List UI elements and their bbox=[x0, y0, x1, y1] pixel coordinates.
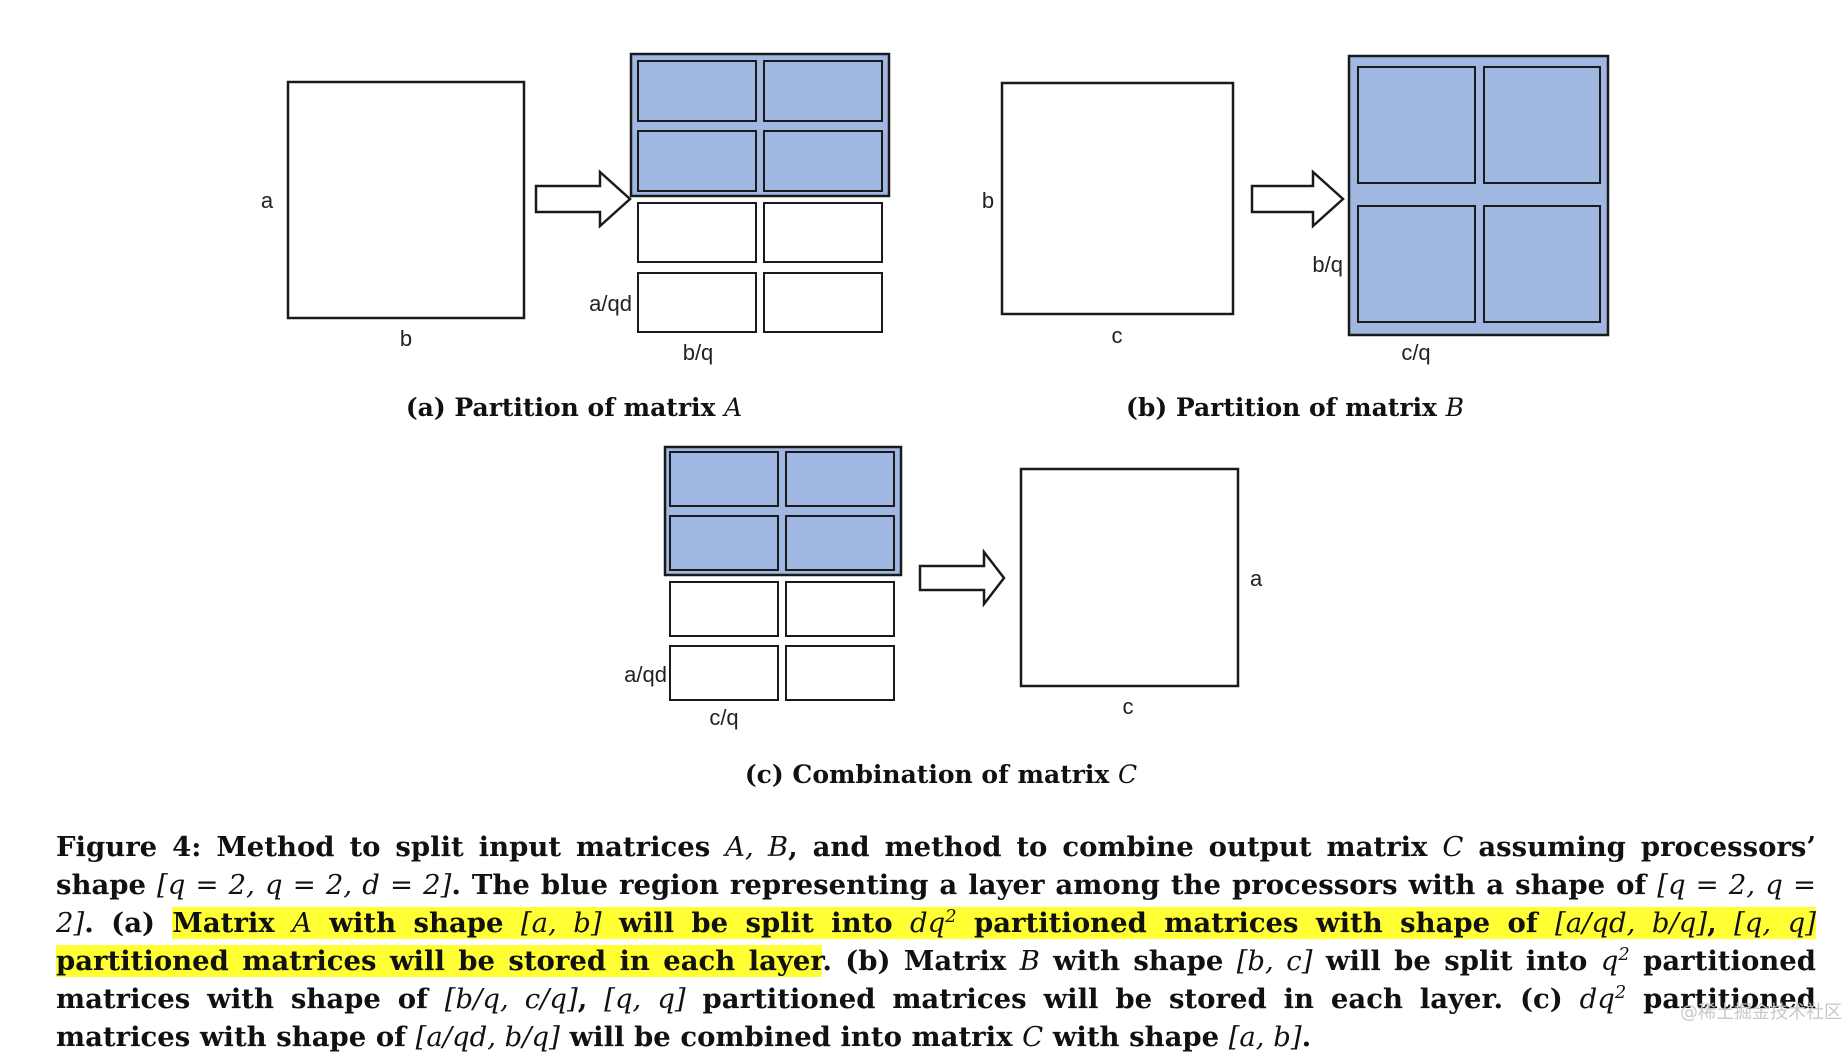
block-a-1-2 bbox=[763, 60, 883, 122]
block-c-2-2 bbox=[785, 515, 895, 571]
matrix-b-original bbox=[1000, 81, 1235, 316]
block-c-4-2 bbox=[785, 645, 895, 701]
block-c-1-2 bbox=[785, 451, 895, 507]
block-a-4-1 bbox=[637, 272, 757, 333]
label-c-block-cols: c/q bbox=[709, 705, 738, 730]
block-a-3-2 bbox=[763, 202, 883, 263]
label-c-block-rows: a/qd bbox=[624, 662, 667, 687]
label-b-rows: b bbox=[982, 188, 994, 213]
matrix-a-original bbox=[286, 80, 526, 320]
label-a-block-rows: a/qd bbox=[589, 291, 632, 316]
label-b-cols: c bbox=[1112, 323, 1123, 348]
arrow-c bbox=[918, 548, 1006, 608]
block-b-2-1 bbox=[1357, 205, 1476, 323]
matrix-c-result bbox=[1019, 467, 1240, 688]
block-a-2-1 bbox=[637, 130, 757, 192]
label-c-cols: c bbox=[1123, 694, 1134, 719]
arrow-a bbox=[534, 169, 632, 229]
block-b-2-2 bbox=[1483, 205, 1601, 323]
watermark: @稀土掘金技术社区 bbox=[1680, 1002, 1842, 1023]
label-b-block-rows: b/q bbox=[1312, 252, 1343, 277]
block-a-4-2 bbox=[763, 272, 883, 333]
label-a-cols: b bbox=[400, 326, 412, 351]
block-b-1-2 bbox=[1483, 66, 1601, 184]
block-a-1-1 bbox=[637, 60, 757, 122]
label-a-rows: a bbox=[261, 188, 274, 213]
caption-b: (b) Partition of matrix B bbox=[1126, 393, 1464, 422]
panel-b: b c b/q c/q (b) Partition of matrix B bbox=[982, 54, 1610, 422]
block-c-2-1 bbox=[669, 515, 779, 571]
caption-a: (a) Partition of matrix A bbox=[406, 393, 742, 422]
label-b-block-cols: c/q bbox=[1401, 340, 1430, 365]
block-c-3-1 bbox=[669, 581, 779, 637]
block-a-2-2 bbox=[763, 130, 883, 192]
block-c-1-1 bbox=[669, 451, 779, 507]
panel-a: a b a/qd b/q (a) Partition of matrix A bbox=[261, 52, 891, 422]
arrow-b bbox=[1250, 169, 1345, 229]
block-c-3-2 bbox=[785, 581, 895, 637]
label-c-rows: a bbox=[1250, 566, 1263, 591]
label-a-block-cols: b/q bbox=[683, 340, 714, 365]
panel-c: a/qd c/q a c (c) Combination of matrix C bbox=[624, 445, 1263, 789]
figure-caption: Figure 4: Method to split input matrices… bbox=[56, 831, 1817, 1053]
block-a-3-1 bbox=[637, 202, 757, 263]
block-b-1-1 bbox=[1357, 66, 1476, 184]
caption-c: (c) Combination of matrix C bbox=[745, 760, 1137, 789]
block-c-4-1 bbox=[669, 645, 779, 701]
